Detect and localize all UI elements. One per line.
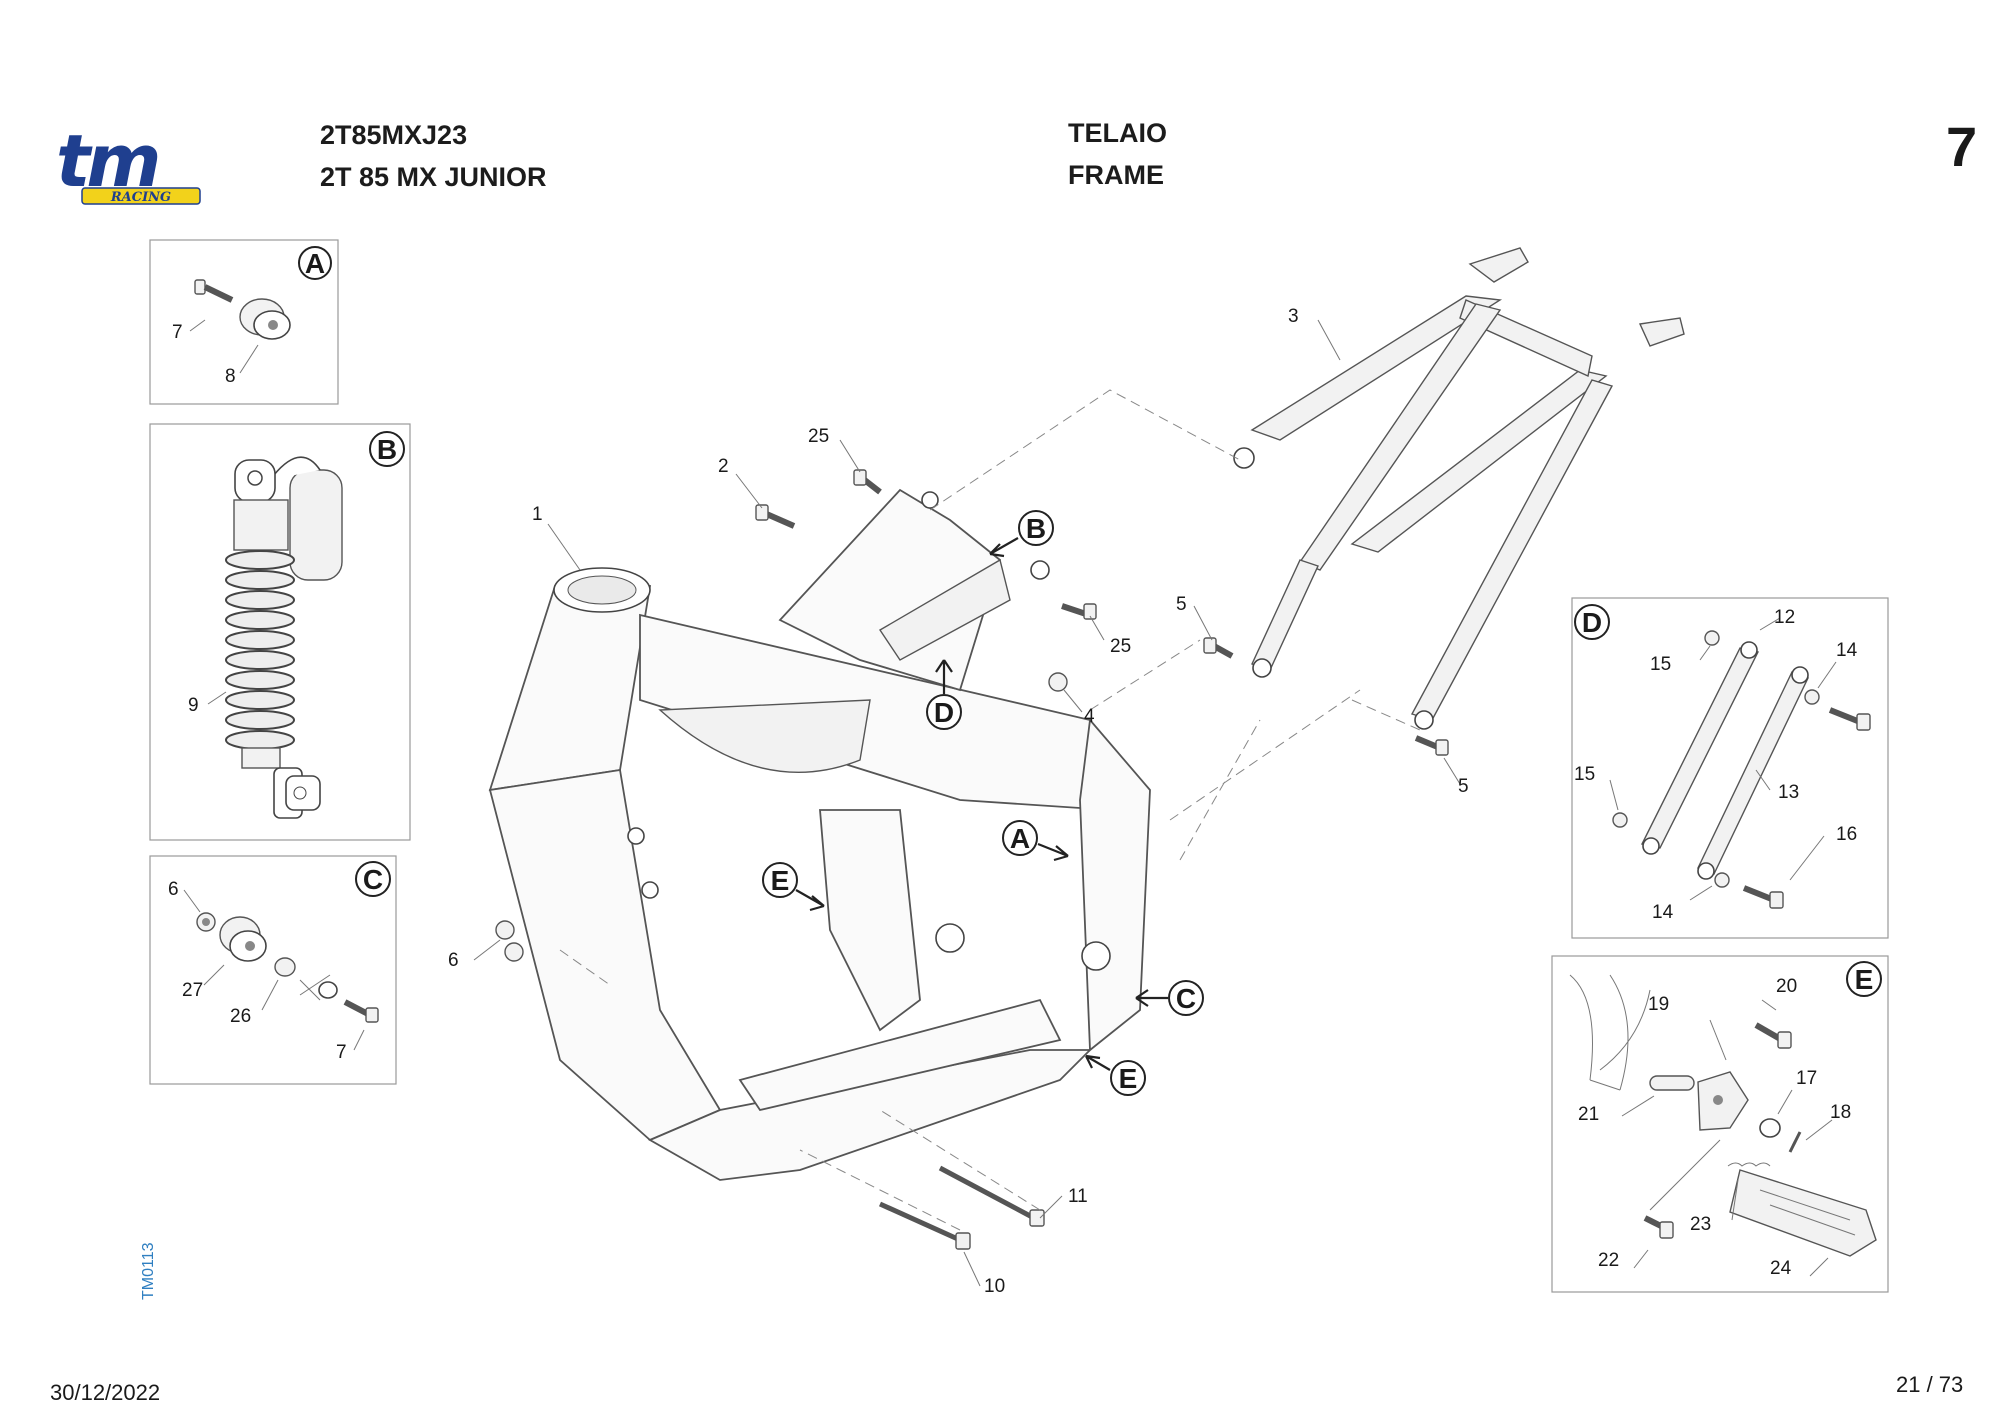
svg-text:D: D bbox=[934, 697, 954, 728]
bolt-icon bbox=[1061, 603, 1097, 620]
callout-d: D bbox=[926, 659, 962, 730]
washer-icon bbox=[1612, 630, 1820, 888]
spacer-icon bbox=[274, 957, 296, 977]
callout-a: A bbox=[1002, 820, 1069, 862]
inset-b: B bbox=[149, 423, 411, 841]
inset-a: A 7 8 bbox=[149, 239, 339, 405]
bolt-icon bbox=[1414, 735, 1449, 756]
label-d-13: 13 bbox=[1778, 782, 1799, 803]
logo-subtext: RACING bbox=[110, 190, 171, 205]
link-rod-icon bbox=[1640, 641, 1809, 880]
bolt-icon bbox=[1742, 707, 1871, 909]
inset-e: E bbox=[1551, 955, 1889, 1293]
label-e-21: 21 bbox=[1578, 1104, 1599, 1125]
label-e-22: 22 bbox=[1598, 1250, 1619, 1271]
label-d-12: 12 bbox=[1774, 607, 1795, 628]
model-name: 2T 85 MX JUNIOR bbox=[320, 162, 547, 192]
footpeg-icon bbox=[1729, 1169, 1877, 1257]
label-e-19: 19 bbox=[1648, 994, 1669, 1015]
label-a-7: 7 bbox=[172, 322, 183, 343]
label-c-26: 26 bbox=[230, 1006, 251, 1027]
label-main-1: 1 bbox=[532, 504, 543, 525]
label-main-5: 5 bbox=[1176, 594, 1187, 615]
label-a-8: 8 bbox=[225, 366, 236, 387]
footpeg-bracket-icon bbox=[1697, 1071, 1749, 1131]
bolt-icon bbox=[1643, 1022, 1792, 1239]
label-main-3: 3 bbox=[1288, 306, 1299, 327]
long-bolt-icon bbox=[878, 1165, 1045, 1250]
rear-subframe bbox=[1233, 247, 1685, 730]
label-e-23: 23 bbox=[1690, 1214, 1711, 1235]
label-main-2: 2 bbox=[718, 456, 729, 477]
inset-c: C 6 27 26 7 bbox=[149, 855, 397, 1085]
bolt-icon bbox=[194, 279, 234, 303]
label-c-7: 7 bbox=[336, 1042, 347, 1063]
label-d-14: 14 bbox=[1836, 640, 1858, 661]
label-d-14b: 14 bbox=[1652, 902, 1674, 923]
shock-absorber-icon bbox=[225, 456, 343, 819]
label-main-5b: 5 bbox=[1458, 776, 1469, 797]
nut-icon bbox=[196, 912, 216, 932]
label-main-25: 25 bbox=[808, 426, 829, 447]
inset-d-letter: D bbox=[1582, 607, 1602, 638]
bolt-icon bbox=[853, 469, 882, 495]
bolt-icon bbox=[343, 999, 379, 1023]
label-b-9: 9 bbox=[188, 695, 199, 716]
bolt-icon bbox=[755, 504, 796, 529]
footer-page: 21 / 73 bbox=[1896, 1372, 1964, 1397]
callout-c: C bbox=[1135, 980, 1204, 1016]
label-e-18: 18 bbox=[1830, 1102, 1851, 1123]
cotter-pin-icon bbox=[1788, 1131, 1802, 1153]
label-d-15: 15 bbox=[1650, 654, 1671, 675]
spring-icon bbox=[1727, 1162, 1771, 1167]
section-title-it: TELAIO bbox=[1068, 118, 1167, 148]
bushing-icon bbox=[219, 916, 267, 962]
label-main-25b: 25 bbox=[1110, 636, 1131, 657]
svg-text:A: A bbox=[1010, 823, 1030, 854]
model-code: 2T85MXJ23 bbox=[320, 120, 468, 150]
section-title-en: FRAME bbox=[1068, 160, 1164, 190]
label-main-4: 4 bbox=[1084, 706, 1095, 727]
bolt-icon bbox=[1203, 637, 1234, 659]
inset-e-letter: E bbox=[1855, 964, 1874, 995]
svg-text:B: B bbox=[1026, 513, 1046, 544]
main-frame bbox=[488, 488, 1151, 1181]
svg-text:E: E bbox=[1119, 1063, 1138, 1094]
label-main-11: 11 bbox=[1068, 1186, 1088, 1207]
label-c-6: 6 bbox=[168, 879, 179, 900]
label-e-17: 17 bbox=[1796, 1068, 1817, 1089]
label-main-10: 10 bbox=[984, 1276, 1005, 1297]
inset-b-letter: B bbox=[377, 434, 397, 465]
label-main-6: 6 bbox=[448, 950, 459, 971]
label-d-15b: 15 bbox=[1574, 764, 1595, 785]
washer-icon bbox=[1759, 1118, 1781, 1138]
label-d-16: 16 bbox=[1836, 824, 1857, 845]
inset-a-letter: A bbox=[305, 248, 325, 279]
svg-text:C: C bbox=[1176, 983, 1196, 1014]
callout-b: B bbox=[989, 510, 1054, 558]
nut-icon bbox=[1048, 672, 1068, 692]
nut-icon bbox=[495, 920, 524, 962]
callout-e2: E bbox=[1085, 1054, 1146, 1096]
inset-d: D 15 12 14 15 13 bbox=[1571, 597, 1889, 939]
washer-icon bbox=[299, 974, 338, 1001]
svg-text:E: E bbox=[771, 865, 790, 896]
bushing-icon bbox=[239, 298, 291, 340]
footer-date: 30/12/2022 bbox=[50, 1380, 161, 1405]
label-c-27: 27 bbox=[182, 980, 203, 1001]
callout-e: E bbox=[762, 862, 825, 912]
inset-c-letter: C bbox=[363, 864, 383, 895]
brand-logo: tm RACING bbox=[52, 119, 222, 210]
label-e-24: 24 bbox=[1770, 1258, 1792, 1279]
section-number: 7 bbox=[1946, 115, 1978, 178]
pin-icon bbox=[1649, 1075, 1695, 1091]
label-e-20: 20 bbox=[1776, 976, 1797, 997]
